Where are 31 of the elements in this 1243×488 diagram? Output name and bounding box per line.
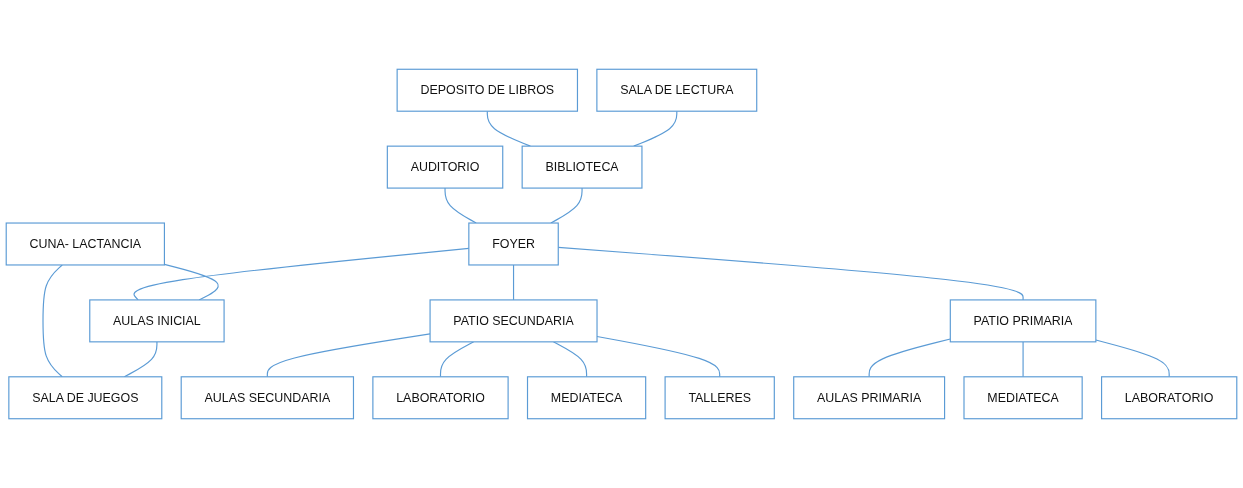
- node-box: AUDITORIO: [386, 145, 504, 189]
- connector: [550, 187, 583, 224]
- node-box: PATIO SECUNDARIA: [429, 299, 598, 343]
- node-box: AULAS SECUNDARIA: [180, 376, 355, 420]
- node-box: AULAS PRIMARIA: [793, 376, 946, 420]
- connector: [552, 341, 588, 378]
- node-box: BIBLIOTECA: [521, 145, 643, 189]
- connector: [163, 263, 219, 301]
- connector: [868, 338, 951, 378]
- node-box: MEDIATECA: [963, 376, 1083, 420]
- connector: [512, 264, 515, 301]
- node-box: FOYER: [468, 222, 559, 266]
- node-box: DEPOSITO DE LIBROS: [396, 68, 579, 112]
- node-box: PATIO PRIMARIA: [949, 299, 1097, 343]
- node-box: LABORATORIO: [1101, 376, 1238, 420]
- node-box: TALLERES: [664, 376, 775, 420]
- node-box: AULAS INICIAL: [89, 299, 225, 343]
- connector: [42, 264, 63, 378]
- node-box: LABORATORIO: [372, 376, 509, 420]
- connector: [444, 187, 477, 224]
- node-box: SALA DE LECTURA: [596, 68, 758, 112]
- node-box: MEDIATECA: [526, 376, 647, 420]
- node-box: CUNA- LACTANCIA: [5, 222, 165, 266]
- connector: [266, 333, 431, 378]
- connector: [1022, 341, 1024, 378]
- node-box: SALA DE JUEGOS: [8, 376, 163, 420]
- connector: [123, 341, 158, 378]
- connector: [633, 110, 678, 147]
- connector: [486, 110, 531, 147]
- connector: [439, 341, 475, 378]
- connector: [1095, 339, 1170, 378]
